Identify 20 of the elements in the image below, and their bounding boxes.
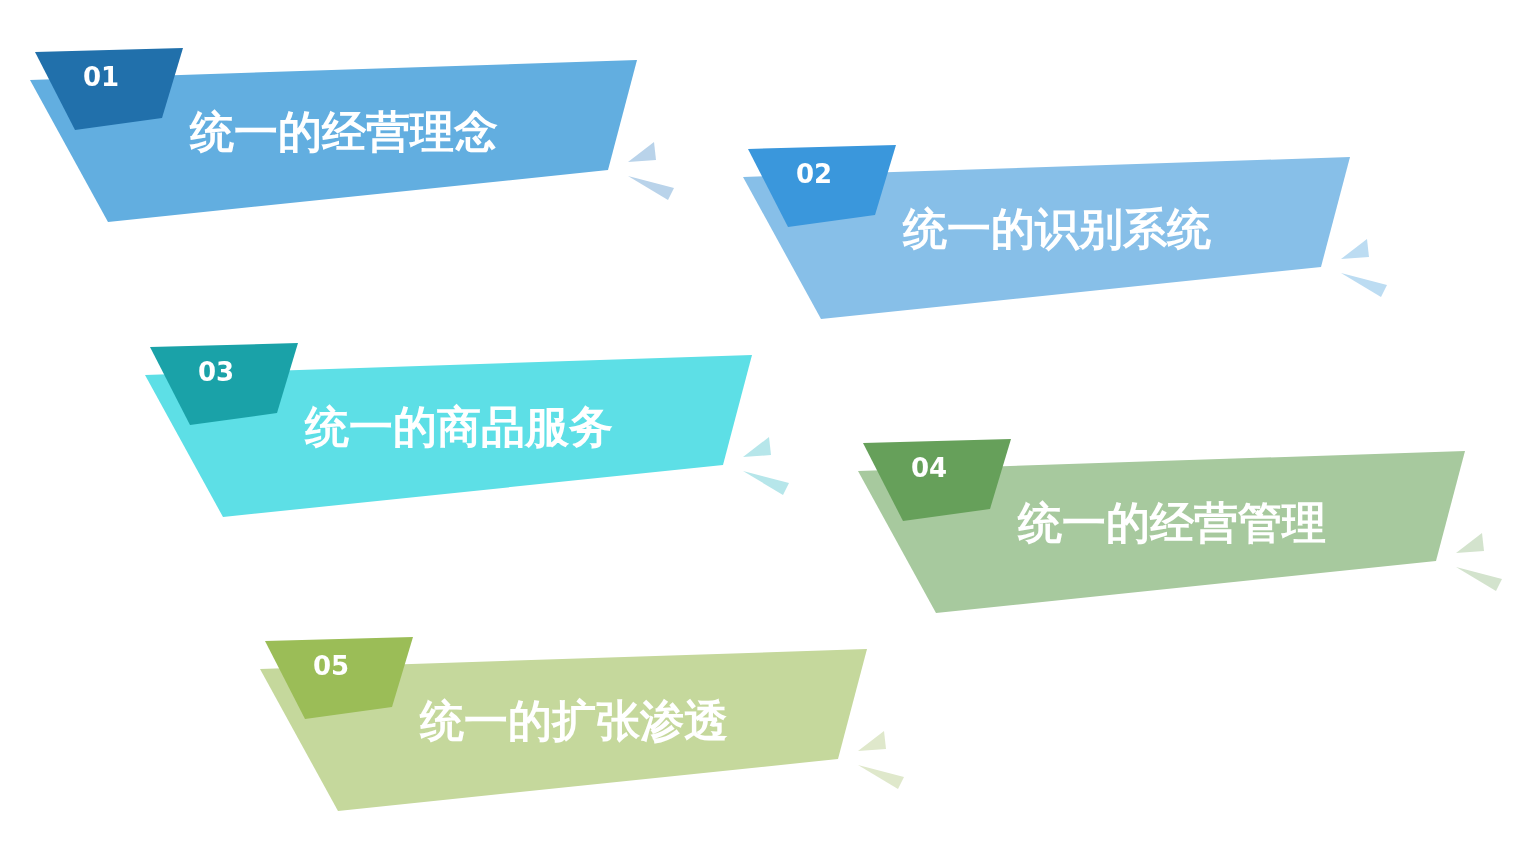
number-tag <box>35 48 183 130</box>
number-tag <box>748 145 896 227</box>
ribbon-banner <box>743 157 1350 319</box>
number-tag <box>150 343 298 425</box>
number-tag <box>265 637 413 719</box>
banner-title: 统一的识别系统 <box>903 203 1211 255</box>
banner-title: 统一的商品服务 <box>305 401 613 453</box>
ribbon-banner <box>30 60 637 222</box>
number-tag <box>863 439 1011 521</box>
step-number: 01 <box>83 62 120 92</box>
step-number: 03 <box>198 357 235 387</box>
ribbon-banner <box>260 649 867 811</box>
banner-title: 统一的扩张渗透 <box>420 695 728 747</box>
step-number: 02 <box>796 159 833 189</box>
step-number: 05 <box>313 651 350 681</box>
ribbon-banner <box>858 451 1465 613</box>
banner-title: 统一的经营管理 <box>1018 497 1326 549</box>
ribbon-banner <box>145 355 752 517</box>
step-number: 04 <box>911 453 948 483</box>
banner-title: 统一的经营理念 <box>190 106 498 158</box>
